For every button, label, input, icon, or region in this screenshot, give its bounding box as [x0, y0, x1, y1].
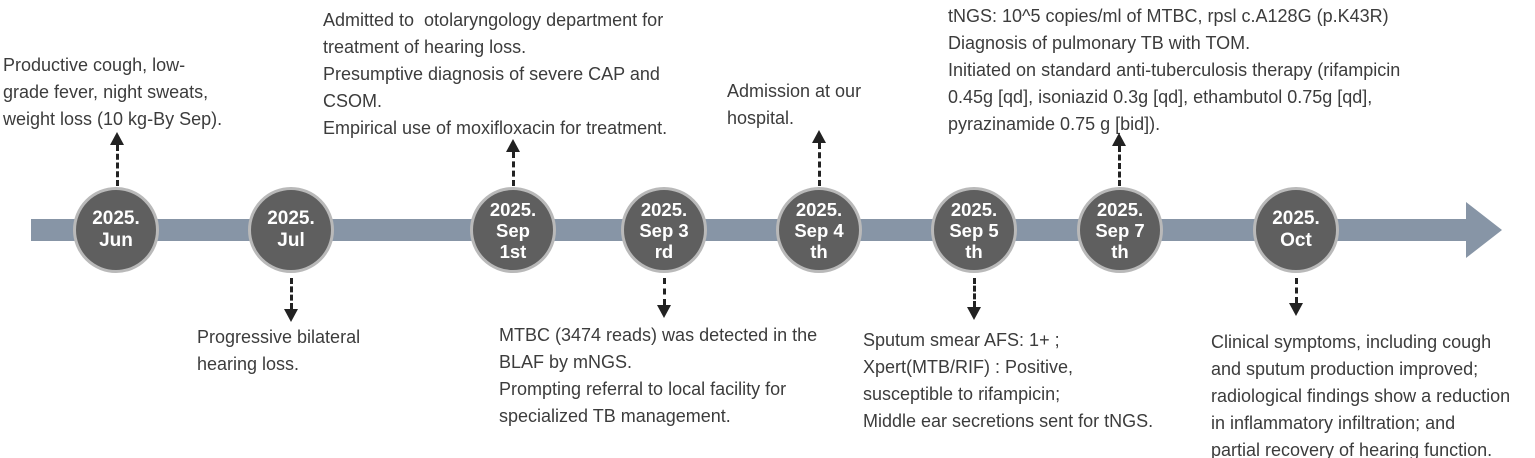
dashed-arrow-up-sep7	[1111, 133, 1127, 186]
dashed-arrow-down-jul	[283, 278, 299, 322]
dashed-arrow-up-sep1	[505, 139, 521, 186]
dashed-arrow-down-sep3	[656, 278, 672, 318]
timeline-node-jul: 2025. Jul	[248, 187, 334, 273]
dashed-arrow-down-sep5	[966, 278, 982, 320]
node-label: 2025. Sep 1st	[489, 198, 537, 262]
node-label: 2025. Jun	[92, 208, 140, 251]
arrow-up-icon	[812, 130, 826, 143]
arrow-up-icon	[110, 132, 124, 145]
node-label: 2025. Sep 7 th	[1095, 198, 1145, 262]
node-label: 2025. Sep 5 th	[949, 198, 999, 262]
node-label: 2025. Oct	[1272, 208, 1320, 251]
timeline-node-sep1: 2025. Sep 1st	[470, 187, 556, 273]
annotation-bottom-jul: Progressive bilateral hearing loss.	[197, 327, 361, 374]
timeline-node-sep7: 2025. Sep 7 th	[1077, 187, 1163, 273]
annotation-top-sep1: Admitted to otolaryngology department fo…	[323, 10, 668, 138]
timeline-node-sep5: 2025. Sep 5 th	[931, 187, 1017, 273]
arrow-up-icon	[1112, 133, 1126, 146]
timeline-node-oct: 2025. Oct	[1253, 187, 1339, 273]
dashed-arrow-up-sep4	[811, 130, 827, 186]
annotation-bottom-sep3: MTBC (3474 reads) was detected in the BL…	[499, 325, 818, 426]
annotation-top-sep7: tNGS: 10^5 copies/ml of MTBC, rpsl c.A12…	[948, 6, 1401, 134]
node-label: 2025. Jul	[267, 208, 315, 251]
arrow-down-icon	[657, 305, 671, 318]
dashed-arrow-down-oct	[1288, 278, 1304, 316]
annotation-bottom-sep5: Sputum smear AFS: 1+ ; Xpert(MTB/RIF) : …	[863, 330, 1154, 431]
annotation-top-sep4: Admission at our hospital.	[727, 81, 862, 128]
timeline-node-sep3: 2025. Sep 3 rd	[621, 187, 707, 273]
arrow-up-icon	[506, 139, 520, 152]
timeline-node-jun: 2025. Jun	[73, 187, 159, 273]
timeline-arrowhead-icon	[1466, 202, 1502, 258]
node-label: 2025. Sep 3 rd	[639, 198, 689, 262]
timeline-node-sep4: 2025. Sep 4 th	[776, 187, 862, 273]
node-label: 2025. Sep 4 th	[794, 198, 844, 262]
arrow-down-icon	[284, 309, 298, 322]
annotation-bottom-oct: Clinical symptoms, including cough and s…	[1211, 332, 1511, 458]
arrow-down-icon	[967, 307, 981, 320]
dashed-arrow-up-jun	[109, 132, 125, 186]
annotation-top-jun: Productive cough, low- grade fever, nigh…	[3, 55, 223, 129]
arrow-down-icon	[1289, 303, 1303, 316]
